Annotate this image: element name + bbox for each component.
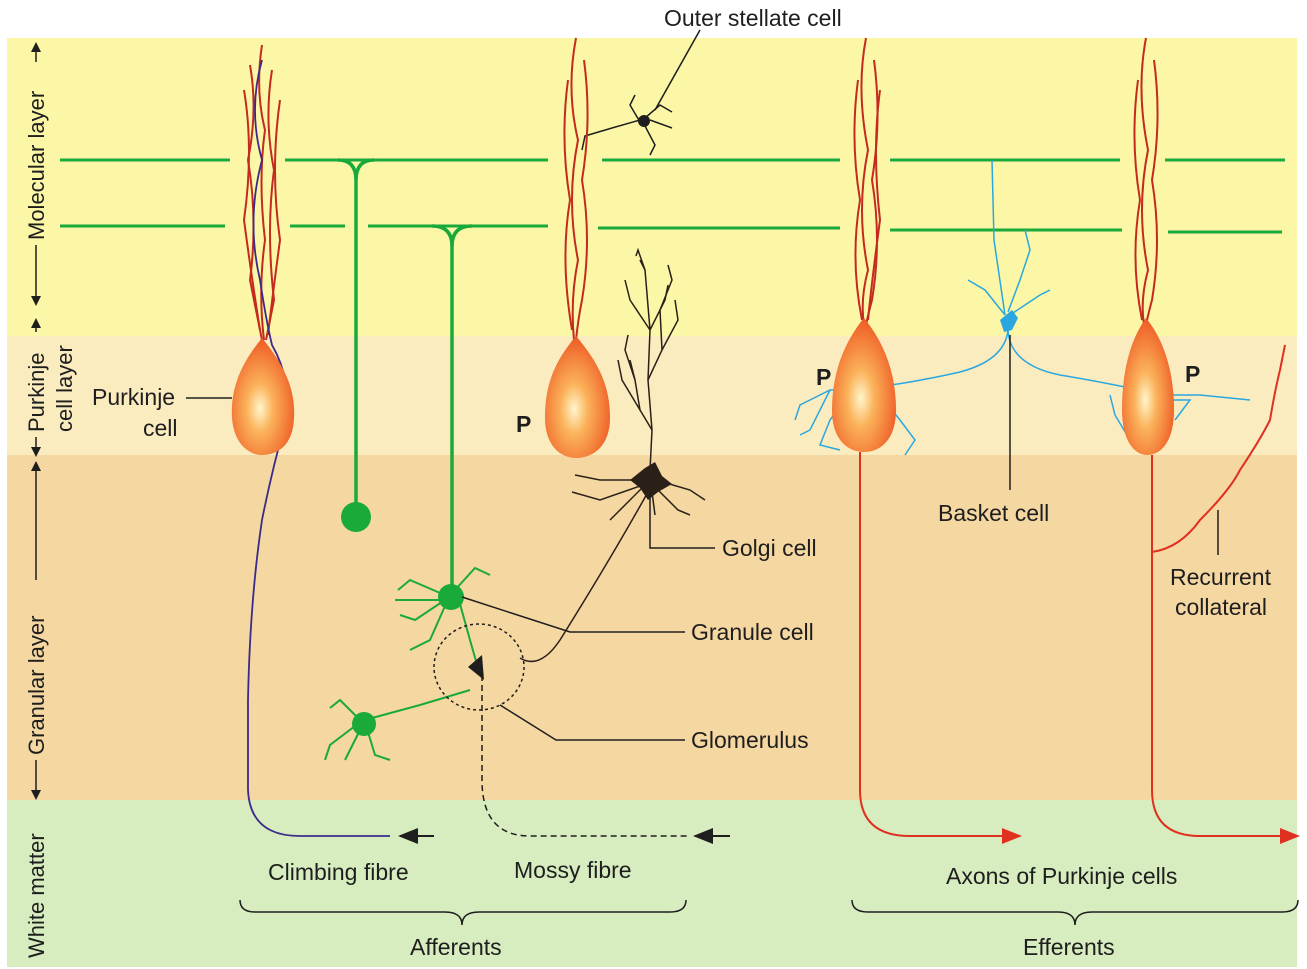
- label-glomerulus: Glomerulus: [691, 727, 809, 753]
- label-climbing-fibre: Climbing fibre: [268, 859, 409, 885]
- label-p-4: P: [1185, 361, 1200, 387]
- layer-label-purkinje-line1: Purkinje: [24, 353, 49, 432]
- label-efferents: Efferents: [1023, 934, 1115, 960]
- label-mossy-fibre: Mossy fibre: [514, 857, 632, 883]
- label-p-2: P: [516, 411, 531, 437]
- label-purkinje-cell-line2: cell: [143, 415, 178, 441]
- label-basket-cell: Basket cell: [938, 500, 1049, 526]
- granule-cell-lower-body: [352, 712, 376, 736]
- label-outer-stellate: Outer stellate cell: [664, 5, 842, 31]
- layer-label-molecular: Molecular layer: [24, 91, 49, 240]
- granule-cell-upper-body: [438, 584, 464, 610]
- layer-label-granular: Granular layer: [24, 616, 49, 755]
- layer-label-purkinje-line2: cell layer: [52, 345, 77, 432]
- label-golgi-cell: Golgi cell: [722, 535, 817, 561]
- label-axons-purkinje: Axons of Purkinje cells: [946, 863, 1177, 889]
- label-p-3: P: [816, 364, 831, 390]
- label-afferents: Afferents: [410, 934, 502, 960]
- layer-label-white-matter: White matter: [24, 833, 49, 958]
- outer-stellate-body: [638, 115, 650, 127]
- label-recurrent-line2: collateral: [1175, 594, 1267, 620]
- label-recurrent-line1: Recurrent: [1170, 564, 1272, 590]
- label-purkinje-cell-line1: Purkinje: [92, 384, 175, 410]
- label-granule-cell: Granule cell: [691, 619, 814, 645]
- molecular-layer-band: [7, 38, 1297, 336]
- granular-layer-band: [7, 455, 1297, 800]
- granule-axon-terminal: [341, 502, 371, 532]
